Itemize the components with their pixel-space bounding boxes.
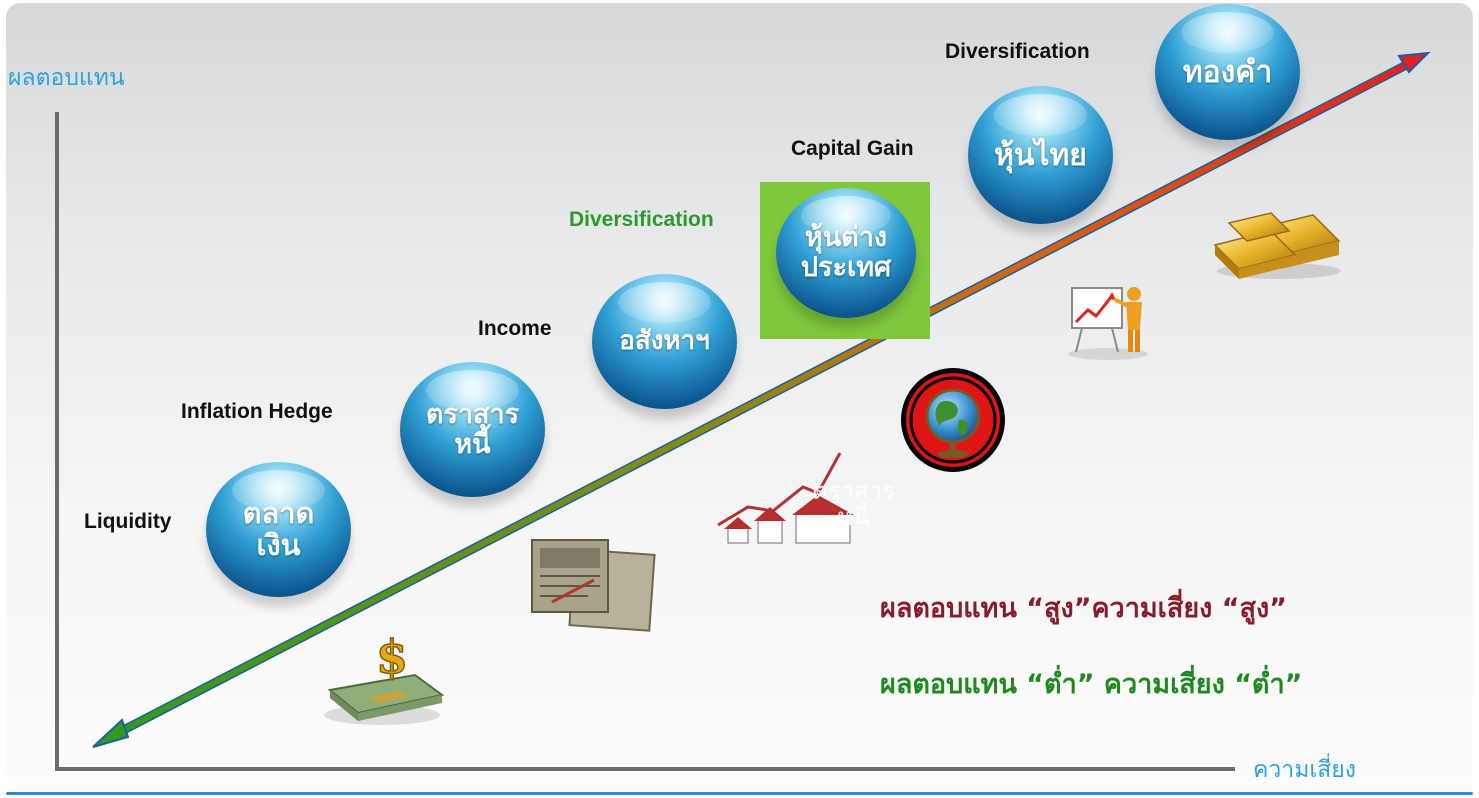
y-axis-label: ผลตอบแทน — [8, 65, 125, 91]
risk-return-arrow — [92, 51, 1431, 748]
x-axis-label: ความเสี่ยง — [1253, 757, 1356, 783]
asset-sphere-thai-stocks: หุ้นไทย — [968, 86, 1113, 224]
asset-sphere-gold: ทองคำ — [1155, 4, 1300, 140]
asset-sphere-bonds: ตราสาร หนี้ — [400, 362, 545, 497]
asset-label-diversification-gold: Diversification — [945, 40, 1090, 63]
asset-sphere-label: ทองคำ — [1182, 54, 1273, 90]
asset-label-capital-gain: Capital Gain — [791, 137, 914, 160]
asset-sphere-foreign-stocks: หุ้นต่าง ประเทศ — [776, 188, 916, 318]
gold-bars-icon — [1213, 212, 1341, 279]
asset-sphere-real-estate: อสังหาฯ — [592, 274, 737, 409]
asset-sphere-label: อสังหาฯ — [619, 326, 710, 357]
asset-label-income: Income — [478, 317, 552, 340]
slide-bottom-border — [6, 792, 1473, 795]
asset-label-diversification-foreign: Diversification — [569, 208, 714, 231]
houses-chart-icon — [717, 452, 854, 544]
arrowhead-low — [92, 718, 130, 748]
presenter-chart-icon — [1068, 287, 1148, 360]
asset-label-inflation-hedge: Inflation Hedge — [181, 400, 333, 423]
asset-sphere-label: ตราสาร หนี้ — [425, 398, 520, 460]
globe-icon — [901, 368, 1005, 472]
asset-sphere-label: หุ้นไทย — [994, 137, 1087, 173]
asset-sphere-label: หุ้นต่าง ประเทศ — [800, 222, 892, 283]
axes — [55, 112, 1235, 771]
high-risk-statement: ผลตอบแทน “สูง”ความเสี่ยง “สูง” — [880, 593, 1287, 624]
low-risk-statement: ผลตอบแทน “ต่ำ” ความเสี่ยง “ต่ำ” — [880, 669, 1303, 700]
asset-sphere-label: ตลาด เงิน — [242, 495, 315, 562]
asset-label-liquidity: Liquidity — [84, 510, 172, 533]
ghost-overlay-text: ตราสาร หนี้ — [812, 477, 895, 532]
bond-certificates-icon — [531, 539, 656, 632]
asset-sphere-money-market: ตลาด เงิน — [206, 462, 351, 597]
svg-text:$: $ — [376, 630, 408, 684]
money-stack-icon: $ — [324, 629, 445, 725]
arrowhead-high — [1397, 51, 1431, 74]
